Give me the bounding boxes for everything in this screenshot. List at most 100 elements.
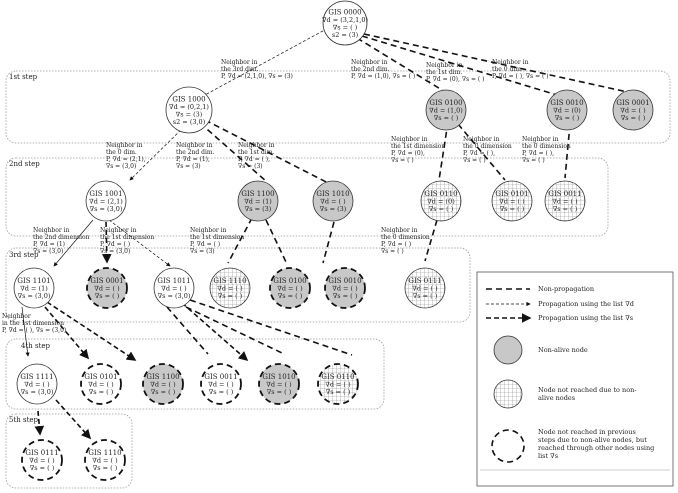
node-value: ∇s = ( ) (326, 388, 351, 396)
edge-propagation-s (55, 399, 92, 440)
edge-label-line: P, ∇d = (1) (33, 241, 65, 248)
edge-label-line: P, ∇d = ( ) (100, 241, 130, 248)
node-circle (165, 86, 213, 134)
node-circle (13, 267, 55, 309)
edge-propagation (21, 306, 30, 357)
edge-label-line: P, ∇d = ( ), (522, 150, 554, 157)
gis-node: GIS 0100∇d = ( )∇s = ( ) (269, 267, 311, 309)
node-value: ∇d = ( ) (332, 285, 358, 293)
node-title: GIS 0011 (204, 373, 237, 381)
node-title: GIS 1110 (213, 277, 246, 285)
edge-label-line: the 0 dimension (522, 143, 571, 150)
node-title: GIS 1001 (89, 190, 122, 198)
edge-label-line: the 0 dimension (381, 234, 430, 241)
node-value: ∇s = ( ) (89, 388, 114, 396)
edge-label-line: P, ∇d = ( ) (381, 241, 411, 248)
edge-label-line: ∇s = ( ) (463, 157, 486, 164)
edge-label-line: the 0 dim. (106, 149, 137, 156)
edge-label-line: Neighbor in (33, 227, 70, 234)
legend-label: Node not reached due to non- (538, 386, 637, 394)
step-box-3 (5, 247, 471, 323)
edge-non-propagation (424, 219, 438, 262)
node-value: ∇s = (3,0) (90, 205, 123, 213)
node-value: ∇s = ( ) (500, 205, 525, 213)
edge-non-propagation (564, 123, 571, 179)
node-value: ∇s = ( ) (209, 388, 234, 396)
edge-label-line: the 1st dimension (100, 234, 154, 241)
node-title: GIS 1010 (262, 373, 295, 381)
edge-label-line: ∇s = (3,0) (100, 248, 130, 255)
edge-label-line: P, ∇d = ( ), (238, 156, 270, 163)
legend-label: Non-alive node (538, 346, 588, 354)
node-value: ∇s = ( ) (429, 205, 454, 213)
edge-label-line: the 3rd dim. (221, 66, 259, 73)
gis-node: GIS 1010∇d = ( )∇s = (3) (312, 180, 354, 222)
node-circle (404, 267, 446, 309)
edge-non-propagation (356, 37, 456, 99)
node-title: GIS 0110 (424, 190, 457, 198)
edge-non-propagation (204, 119, 335, 187)
node-value: ∇d = ( ) (29, 457, 55, 465)
node-circle (86, 267, 128, 309)
edge-label-line: Neighbor in (238, 142, 275, 149)
edge-non-propagation (189, 299, 353, 356)
gis-node: GIS 0000∇d = (3,2,1,0)∇s = ( )s2 = (3) (322, 0, 369, 46)
edge-label-line: Neighbor in (426, 62, 463, 69)
node-value: ∇s = ( ) (30, 464, 55, 472)
edge-label-line: P, ∇d = (0), ∇s = ( ) (426, 76, 485, 83)
node-value: ∇d = (0) (553, 107, 581, 115)
edge-label-line: the 1st dim. (426, 69, 462, 76)
edge-propagation-s (181, 302, 249, 362)
step-labels: 1st step 2nd step 3rd step 4th step 5th … (9, 73, 51, 424)
edge-label-line: ∇s = (3,0) (33, 248, 63, 255)
gis-node: GIS 1010∇d = ( )∇s = ( ) (258, 363, 300, 405)
edge-propagation (53, 219, 94, 267)
edge-label-line: Neighbor in (522, 136, 559, 143)
node-value: ∇s = ( ) (267, 388, 292, 396)
edge-propagation-d (129, 122, 189, 181)
node-circle (200, 363, 242, 405)
gis-node: GIS 1101∇d = (1)∇s = (3,0) (13, 267, 55, 309)
edge-label-line: ∇s = (3) (190, 248, 215, 255)
node-value: ∇s = (3) (320, 205, 347, 213)
edge-label-line: the 1st dim. (238, 149, 274, 156)
legend-dashed-sample (491, 429, 525, 463)
node-title: GIS 1100 (146, 373, 179, 381)
edge-label-line: ∇s = ( ) (381, 248, 404, 255)
edges (21, 25, 633, 440)
gis-node: GIS 1110∇d = ( )∇s = ( ) (84, 439, 126, 481)
edge-label-line: in the 1st dimension (2, 320, 64, 327)
node-title: GIS 1000 (172, 95, 205, 103)
node-title: GIS 1011 (157, 277, 190, 285)
edge-label-line: Neighbor in (381, 227, 418, 234)
node-title: GIS 0000 (328, 8, 361, 16)
node-circle (85, 180, 127, 222)
edge-label-line: P, ∇d = ( ), ∇s = ( ) (492, 73, 549, 80)
node-value: ∇d = ( ) (266, 381, 292, 389)
edge-non-propagation (265, 219, 287, 263)
node-circle (324, 267, 366, 309)
gis-node: GIS 0101∇d = ( )∇s = ( ) (80, 363, 122, 405)
node-circle (491, 180, 533, 222)
legend-label: reached through other nodes using (538, 444, 654, 452)
node-value: ∇s = ( ) (218, 292, 243, 300)
node-title: GIS 0100 (273, 277, 306, 285)
edge-label-line: Neighbor in (221, 59, 258, 66)
node-value: ∇d = ( ) (217, 285, 243, 293)
gis-node: GIS 1000∇d = (0,2,1)∇s = (3)s2 = (3,0) (165, 86, 213, 134)
edge-non-propagation (457, 123, 506, 181)
edge-non-propagation (166, 306, 209, 355)
node-value: ∇d = (1) (244, 198, 272, 206)
edge-label-line: ∇s = ( ) (391, 157, 414, 164)
gis-node: GIS 1100∇d = (1)∇s = (3) (237, 180, 279, 222)
node-circle (258, 363, 300, 405)
node-title: GIS 0001 (90, 277, 123, 285)
node-circle (544, 180, 586, 222)
edge-label-line: Neighbor in (190, 227, 227, 234)
gis-node: GIS 1100∇d = ( )∇s = ( ) (142, 363, 184, 405)
node-circle (546, 89, 588, 131)
